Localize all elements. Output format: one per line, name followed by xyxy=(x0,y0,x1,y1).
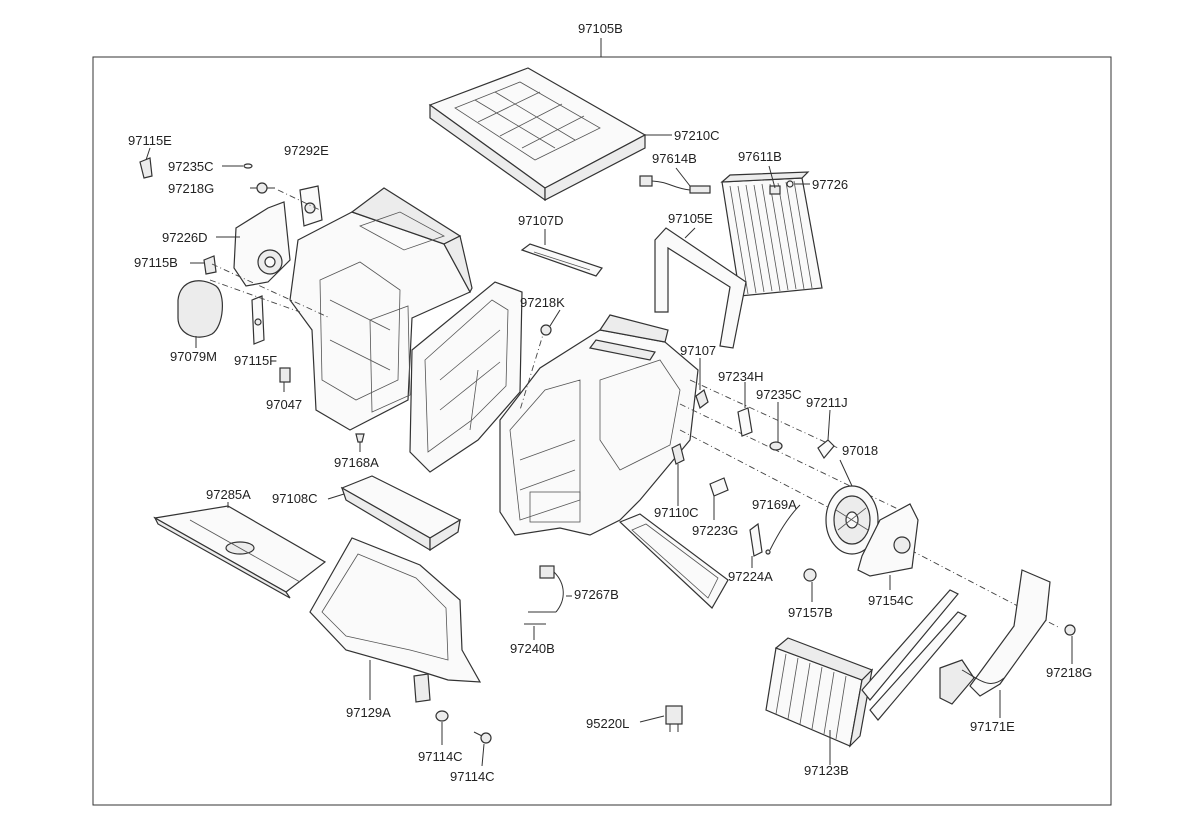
label-97168A: 97168A xyxy=(334,455,379,470)
label-97235C-left: 97235C xyxy=(168,159,214,174)
part-97079M xyxy=(177,280,223,348)
part-97218K xyxy=(540,309,561,336)
part-97110C xyxy=(671,443,685,506)
part-97614B xyxy=(639,167,711,194)
label-97224A: 97224A xyxy=(728,569,773,584)
label-97108C: 97108C xyxy=(272,491,318,506)
part-97107 xyxy=(695,358,709,409)
part-97154C xyxy=(857,503,919,590)
part-95220L xyxy=(639,705,683,732)
part-97223G xyxy=(709,477,729,520)
part-97267B xyxy=(528,565,572,613)
label-97218G-right: 97218G xyxy=(1046,665,1093,680)
label-97018: 97018 xyxy=(842,443,879,458)
label-97107D: 97107D xyxy=(518,213,564,228)
label-97285A: 97285A xyxy=(206,487,251,502)
label-97211J: 97211J xyxy=(806,395,848,410)
label-97235C-right: 97235C xyxy=(756,387,802,402)
part-97234H xyxy=(737,382,753,437)
label-97115F: 97115F xyxy=(234,353,278,368)
part-97169A xyxy=(765,504,801,555)
label-97234H: 97234H xyxy=(718,369,764,384)
label-97218G-left: 97218G xyxy=(168,181,215,196)
label-97157B: 97157B xyxy=(788,605,833,620)
label-97115E: 97115E xyxy=(128,133,172,148)
part-97107D xyxy=(520,229,603,277)
part-97157B xyxy=(803,568,817,602)
part-97235C-right xyxy=(769,402,783,451)
label-97218K: 97218K xyxy=(520,295,565,310)
part-97224A xyxy=(749,522,763,568)
label-97171E: 97171E xyxy=(970,719,1015,734)
label-97726: 97726 xyxy=(812,177,849,192)
label-97123B: 97123B xyxy=(804,763,849,778)
part-97018 xyxy=(825,459,879,555)
part-97123B xyxy=(765,589,967,765)
label-97110C: 97110C xyxy=(654,505,699,520)
part-housing-right xyxy=(499,314,699,536)
part-97218G-left xyxy=(250,182,275,194)
label-97114C-a: 97114C xyxy=(418,749,463,764)
label-97114C-b: 97114C xyxy=(450,769,495,784)
part-resistor xyxy=(618,513,729,609)
part-97226D xyxy=(216,201,291,287)
label-97105B: 97105B xyxy=(578,21,623,36)
part-97114C-a xyxy=(435,710,449,745)
part-97611B xyxy=(720,165,823,297)
label-97047: 97047 xyxy=(266,397,303,412)
part-97108C xyxy=(327,475,462,552)
label-97115B: 97115B xyxy=(134,255,178,270)
label-97129A: 97129A xyxy=(346,705,391,720)
part-97292E xyxy=(299,185,323,227)
label-97079M: 97079M xyxy=(170,349,217,364)
label-97169A: 97169A xyxy=(752,497,797,512)
label-97292E: 97292E xyxy=(284,143,329,158)
part-97115F xyxy=(251,295,265,345)
label-97611B: 97611B xyxy=(738,149,782,164)
part-97171E xyxy=(939,569,1051,718)
part-97105E xyxy=(654,227,747,349)
label-95220L: 95220L xyxy=(586,716,630,731)
label-97267B: 97267B xyxy=(574,587,619,602)
label-97107: 97107 xyxy=(680,343,717,358)
label-97226D: 97226D xyxy=(162,230,208,245)
part-housing-left xyxy=(289,187,473,431)
part-97218G-right xyxy=(1064,624,1076,664)
label-97154C: 97154C xyxy=(868,593,914,608)
part-97285A xyxy=(153,502,327,599)
part-97211J xyxy=(817,409,835,460)
part-97240B xyxy=(524,623,546,640)
label-97223G: 97223G xyxy=(692,523,739,538)
part-97210C xyxy=(428,67,672,202)
label-97614B: 97614B xyxy=(652,151,697,166)
label-97210C: 97210C xyxy=(674,128,720,143)
part-97114C-b xyxy=(473,731,492,767)
diagram-frame xyxy=(92,56,1112,806)
part-divider-plate xyxy=(409,281,523,473)
part-97129A xyxy=(309,537,482,703)
label-97240B: 97240B xyxy=(510,641,555,656)
label-97105E: 97105E xyxy=(668,211,713,226)
